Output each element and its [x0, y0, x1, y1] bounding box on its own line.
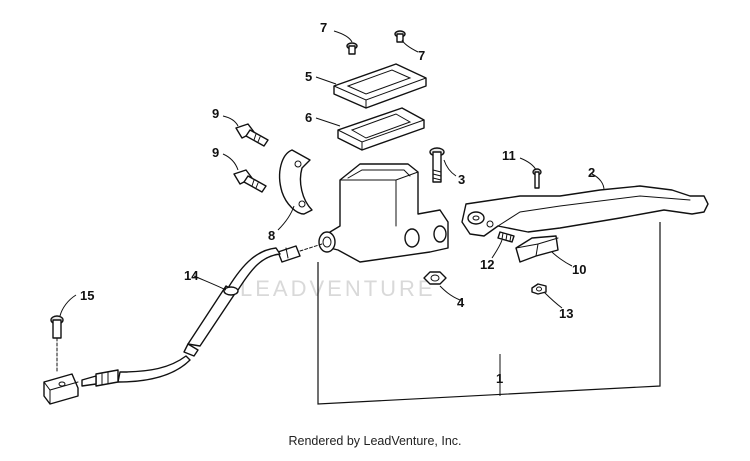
- washer-13: [531, 283, 547, 295]
- callout-13: 13: [559, 306, 573, 321]
- callout-15: 15: [80, 288, 94, 303]
- brake-hose-14: [81, 247, 281, 387]
- screw-7-right: [394, 30, 406, 43]
- callout-7-right: 7: [418, 48, 425, 63]
- pivot-bolt-3: [429, 147, 445, 183]
- hose-guide-bracket: [43, 373, 79, 405]
- callout-5: 5: [305, 69, 312, 84]
- callout-1: 1: [496, 371, 503, 386]
- footer-credit: Rendered by LeadVenture, Inc.: [288, 434, 462, 448]
- handlebar-clamp-8: [278, 149, 313, 215]
- callout-10: 10: [572, 262, 586, 277]
- callout-9-lower: 9: [212, 145, 219, 160]
- callout-11: 11: [502, 148, 516, 163]
- reservoir-diaphragm: [337, 107, 425, 151]
- callout-12: 12: [480, 257, 494, 272]
- lever-adjuster-10: [515, 235, 559, 263]
- callout-8: 8: [268, 228, 275, 243]
- callout-2: 2: [588, 165, 595, 180]
- callout-4: 4: [457, 295, 465, 310]
- hose-guide-bolt-15: [50, 315, 64, 373]
- pivot-nut-4: [423, 271, 447, 285]
- screw-7-left: [346, 42, 358, 55]
- callout-7-left: 7: [320, 20, 327, 35]
- reservoir-cap: [333, 63, 427, 109]
- callout-14: 14: [184, 268, 199, 283]
- watermark-text: LEADVENTURE: [240, 276, 436, 301]
- clamp-bolt-9-upper: [235, 123, 269, 147]
- callout-3: 3: [458, 172, 465, 187]
- leader-lines: [59, 30, 605, 317]
- brake-lever-2: [461, 185, 709, 237]
- hose-fitting: [277, 243, 323, 263]
- clamp-bolt-9-lower: [233, 169, 267, 193]
- callout-9-upper: 9: [212, 106, 219, 121]
- lever-pin-12: [497, 231, 515, 243]
- adjuster-screw-11: [532, 168, 542, 189]
- callout-6: 6: [305, 110, 312, 125]
- master-cylinder-body: [318, 163, 449, 263]
- callouts: 1 2 3 4 5 6 7 7 8 9 9 10 11 12 13 14 15: [80, 20, 595, 386]
- assembly-bracket-frame: [317, 222, 661, 405]
